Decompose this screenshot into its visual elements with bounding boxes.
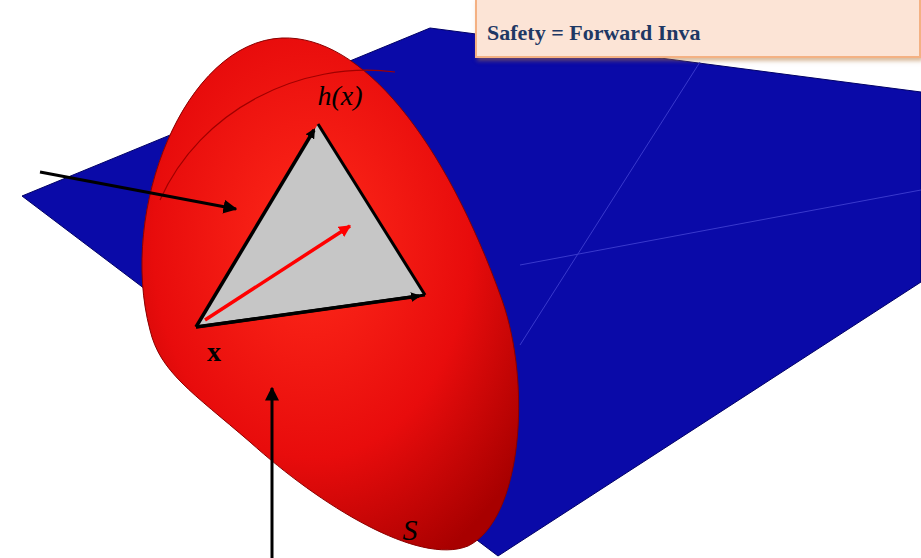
safe-set-dome (142, 38, 519, 550)
title-banner: Safety = Forward Inva (475, 0, 921, 58)
point-label: x (207, 338, 221, 366)
dome-contour (160, 70, 395, 200)
cone-vector (196, 130, 314, 327)
tangent-cone (196, 124, 425, 327)
cone-edge (318, 124, 425, 295)
ground-plane (22, 28, 921, 556)
grid-line (520, 190, 921, 265)
leader-arrow (271, 388, 274, 558)
cone-vector (196, 296, 419, 327)
set-label: S (403, 515, 418, 545)
function-label: h(x) (317, 82, 362, 110)
leader-arrow (40, 172, 236, 209)
cone-edge (196, 295, 425, 327)
velocity-vector (205, 226, 350, 320)
grid-line (520, 62, 700, 345)
title-text: Safety = Forward Inva (477, 0, 919, 46)
